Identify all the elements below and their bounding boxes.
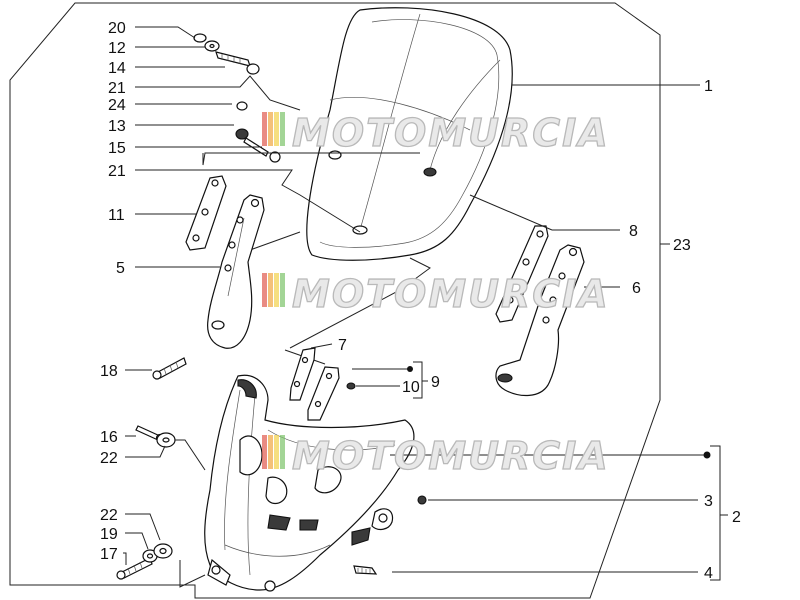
- watermark-1-text: MOTOMURCIA: [292, 111, 610, 155]
- callout-12: 12: [108, 40, 126, 57]
- callout-10: 10: [402, 379, 420, 396]
- callout-13: 13: [108, 118, 126, 135]
- left-bracket-11: [185, 175, 227, 251]
- callout-23: 23: [673, 237, 691, 254]
- windshield-part: [306, 7, 700, 261]
- watermark-2-text: MOTOMURCIA: [292, 272, 610, 316]
- callout-5: 5: [116, 260, 125, 277]
- callout-2: 2: [732, 509, 741, 526]
- watermark-1: MOTOMURCIA: [262, 110, 610, 156]
- washer-22-upper: [125, 432, 206, 471]
- callout-19: 19: [100, 526, 118, 543]
- callout-14: 14: [108, 60, 126, 77]
- leader-lines-left: [135, 26, 420, 268]
- callout-16: 16: [100, 429, 118, 446]
- nut-3: [417, 495, 698, 505]
- callout-21-lower: 21: [108, 163, 126, 180]
- front-fairing-part: [204, 374, 415, 592]
- callout-3: 3: [704, 493, 713, 510]
- assembly-frame: [9, 2, 661, 599]
- callout-1: 1: [704, 78, 713, 95]
- fastener-stack-top: [193, 33, 281, 163]
- callout-9: 9: [431, 374, 440, 391]
- group-bracket-2: [710, 445, 721, 581]
- callout-6: 6: [632, 280, 641, 297]
- callout-20: 20: [108, 20, 126, 37]
- callout-8: 8: [629, 223, 638, 240]
- callout-labels: 20 12 14 21 24 13 15 21 11 5 18 16 22 22…: [100, 20, 741, 582]
- callout-7: 7: [338, 337, 347, 354]
- callout-24: 24: [108, 97, 126, 114]
- right-bracket-6: [495, 244, 620, 396]
- callout-22-upper: 22: [100, 450, 118, 467]
- callout-11: 11: [108, 207, 125, 224]
- fastener-stack-bottom: [116, 513, 206, 588]
- screw-18: [125, 357, 187, 380]
- callout-17: 17: [100, 546, 118, 563]
- watermark-3-text: MOTOMURCIA: [292, 434, 610, 478]
- left-bracket-5: [207, 194, 265, 349]
- watermark-3: MOTOMURCIA: [262, 433, 610, 479]
- callout-4: 4: [704, 565, 713, 582]
- right-bracket-8: [495, 225, 620, 323]
- bullet-2: [703, 451, 711, 459]
- watermark-2: MOTOMURCIA: [262, 271, 610, 317]
- mount-plate-7: [289, 343, 428, 421]
- callout-18: 18: [100, 363, 118, 380]
- callout-15: 15: [108, 140, 126, 157]
- pad-4: [353, 565, 698, 575]
- callout-22-lower: 22: [100, 507, 118, 524]
- callout-21-upper: 21: [108, 80, 126, 97]
